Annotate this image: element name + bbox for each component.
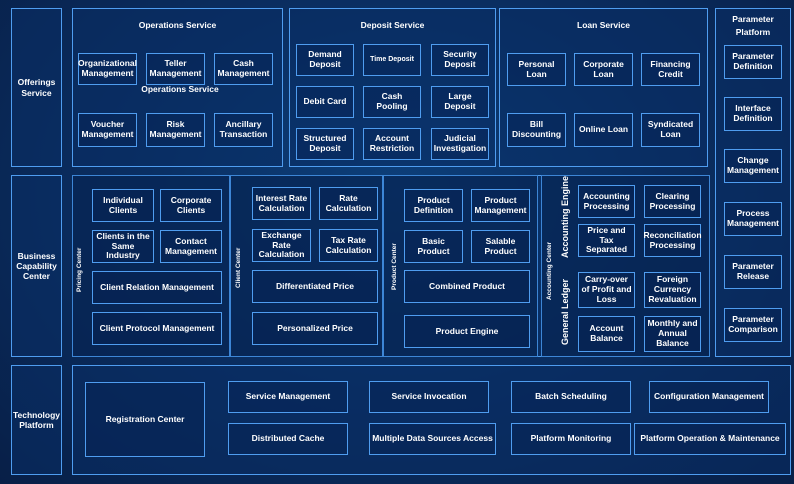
reconciliation-processing-box[interactable]: Reconciliation Processing [643, 224, 702, 257]
deposit-service-title: Deposit Service [360, 20, 425, 30]
risk-management-box[interactable]: Risk Management [146, 113, 205, 147]
parameter-release-box[interactable]: Parameter Release [724, 255, 782, 289]
loan-service-panel [499, 8, 708, 167]
accounting-engine-label: Accounting Engine [560, 176, 570, 258]
structured-deposit-box[interactable]: Structured Deposit [296, 128, 354, 160]
interest-rate-calculation-box[interactable]: Interest Rate Calculation [252, 187, 311, 220]
voucher-management-box[interactable]: Voucher Management [78, 113, 137, 147]
product-center-label: Product Center [391, 243, 398, 290]
financing-credit-box[interactable]: Financing Credit [641, 53, 700, 86]
client-protocol-management-box[interactable]: Client Protocol Management [92, 312, 222, 345]
organizational-management-box[interactable]: Organizational Management [78, 53, 137, 85]
salable-product-box[interactable]: Salable Product [471, 230, 530, 263]
basic-product-box[interactable]: Basic Product [404, 230, 463, 263]
business-row-panel [11, 175, 62, 357]
product-management-box[interactable]: Product Management [471, 189, 530, 222]
operations-service-title: Operations Service [138, 20, 217, 30]
distributed-cache-box[interactable]: Distributed Cache [228, 423, 348, 455]
client-center-panel [230, 175, 383, 357]
exchange-rate-calculation-box[interactable]: Exchange Rate Calculation [252, 229, 311, 262]
judicial-investigation-box[interactable]: Judicial Investigation [431, 128, 489, 160]
combined-product-box[interactable]: Combined Product [404, 270, 530, 303]
online-loan-box[interactable]: Online Loan [574, 113, 633, 147]
service-invocation-box[interactable]: Service Invocation [369, 381, 489, 413]
large-deposit-box[interactable]: Large Deposit [431, 86, 489, 118]
multiple-data-sources-access-box[interactable]: Multiple Data Sources Access [369, 423, 496, 455]
monthly-annual-balance-box[interactable]: Monthly and Annual Balance [644, 316, 701, 352]
platform-monitoring-box[interactable]: Platform Monitoring [511, 423, 631, 455]
product-definition-box[interactable]: Product Definition [404, 189, 463, 222]
cash-pooling-box[interactable]: Cash Pooling [363, 86, 421, 118]
individual-clients-box[interactable]: Individual Clients [92, 189, 154, 222]
platform-operation-maintenance-box[interactable]: Platform Operation & Maintenance [634, 423, 786, 455]
personal-loan-box[interactable]: Personal Loan [507, 53, 566, 86]
operations-service-panel [72, 8, 283, 167]
client-relation-management-box[interactable]: Client Relation Management [92, 271, 222, 304]
carry-over-profit-loss-box[interactable]: Carry-over of Profit and Loss [578, 272, 635, 308]
change-management-box[interactable]: Change Management [724, 149, 782, 183]
offerings-row-panel [11, 8, 62, 167]
accounting-center-label: Accounting Center [546, 241, 553, 300]
clearing-processing-box[interactable]: Clearing Processing [644, 185, 701, 218]
ancillary-transaction-box[interactable]: Ancillary Transaction [214, 113, 273, 147]
security-deposit-box[interactable]: Security Deposit [431, 44, 489, 76]
business-row-label: Business Capability Center [16, 250, 57, 282]
product-center-panel [383, 175, 538, 357]
deposit-service-panel [289, 8, 496, 167]
time-deposit-box[interactable]: Time Deposit [363, 44, 421, 76]
configuration-management-box[interactable]: Configuration Management [649, 381, 769, 413]
loan-service-title: Loan Service [577, 20, 630, 30]
process-management-box[interactable]: Process Management [724, 202, 782, 236]
accounting-processing-box[interactable]: Accounting Processing [578, 185, 635, 218]
corporate-loan-box[interactable]: Corporate Loan [574, 53, 633, 86]
accounting-center-panel [541, 175, 710, 357]
service-management-box[interactable]: Service Management [228, 381, 348, 413]
parameter-platform-title: Parameter Platform [732, 14, 774, 37]
pricing-center-panel [72, 175, 230, 357]
account-restriction-box[interactable]: Account Restriction [363, 128, 421, 160]
parameter-comparison-box[interactable]: Parameter Comparison [724, 308, 782, 342]
technology-row-label: Technology Platform [12, 409, 61, 430]
price-tax-separated-box[interactable]: Price and Tax Separated [578, 224, 635, 257]
product-engine-box[interactable]: Product Engine [404, 315, 530, 348]
debit-card-box[interactable]: Debit Card [296, 86, 354, 118]
contact-management-box[interactable]: Contact Management [160, 230, 222, 263]
bill-discounting-box[interactable]: Bill Discounting [507, 113, 566, 147]
client-center-label: Client Center [235, 247, 242, 288]
interface-definition-box[interactable]: Interface Definition [724, 97, 782, 131]
clients-same-industry-box[interactable]: Clients in the Same Industry [92, 230, 154, 263]
demand-deposit-box[interactable]: Demand Deposit [296, 44, 354, 76]
offerings-row-label: Offerings Service [17, 77, 56, 98]
differentiated-price-box[interactable]: Differentiated Price [252, 270, 378, 303]
tax-rate-calculation-box[interactable]: Tax Rate Calculation [319, 229, 378, 262]
pricing-center-label: Pricing Center [76, 247, 83, 292]
parameter-definition-box[interactable]: Parameter Definition [724, 45, 782, 79]
personalized-price-box[interactable]: Personalized Price [252, 312, 378, 345]
account-balance-box[interactable]: Account Balance [578, 316, 635, 352]
cash-management-box[interactable]: Cash Management [214, 53, 273, 85]
syndicated-loan-box[interactable]: Syndicated Loan [641, 113, 700, 147]
teller-management-box[interactable]: Teller Management [146, 53, 205, 85]
rate-calculation-box[interactable]: Rate Calculation [319, 187, 378, 220]
general-ledger-label: General Ledger [560, 278, 570, 345]
foreign-currency-revaluation-box[interactable]: Foreign Currency Revaluation [644, 272, 701, 308]
corporate-clients-box[interactable]: Corporate Clients [160, 189, 222, 222]
technology-row-panel [11, 365, 62, 475]
registration-center-box[interactable]: Registration Center [85, 382, 205, 457]
batch-scheduling-box[interactable]: Batch Scheduling [511, 381, 631, 413]
operations-service-subtitle: Operations Service [141, 84, 219, 94]
